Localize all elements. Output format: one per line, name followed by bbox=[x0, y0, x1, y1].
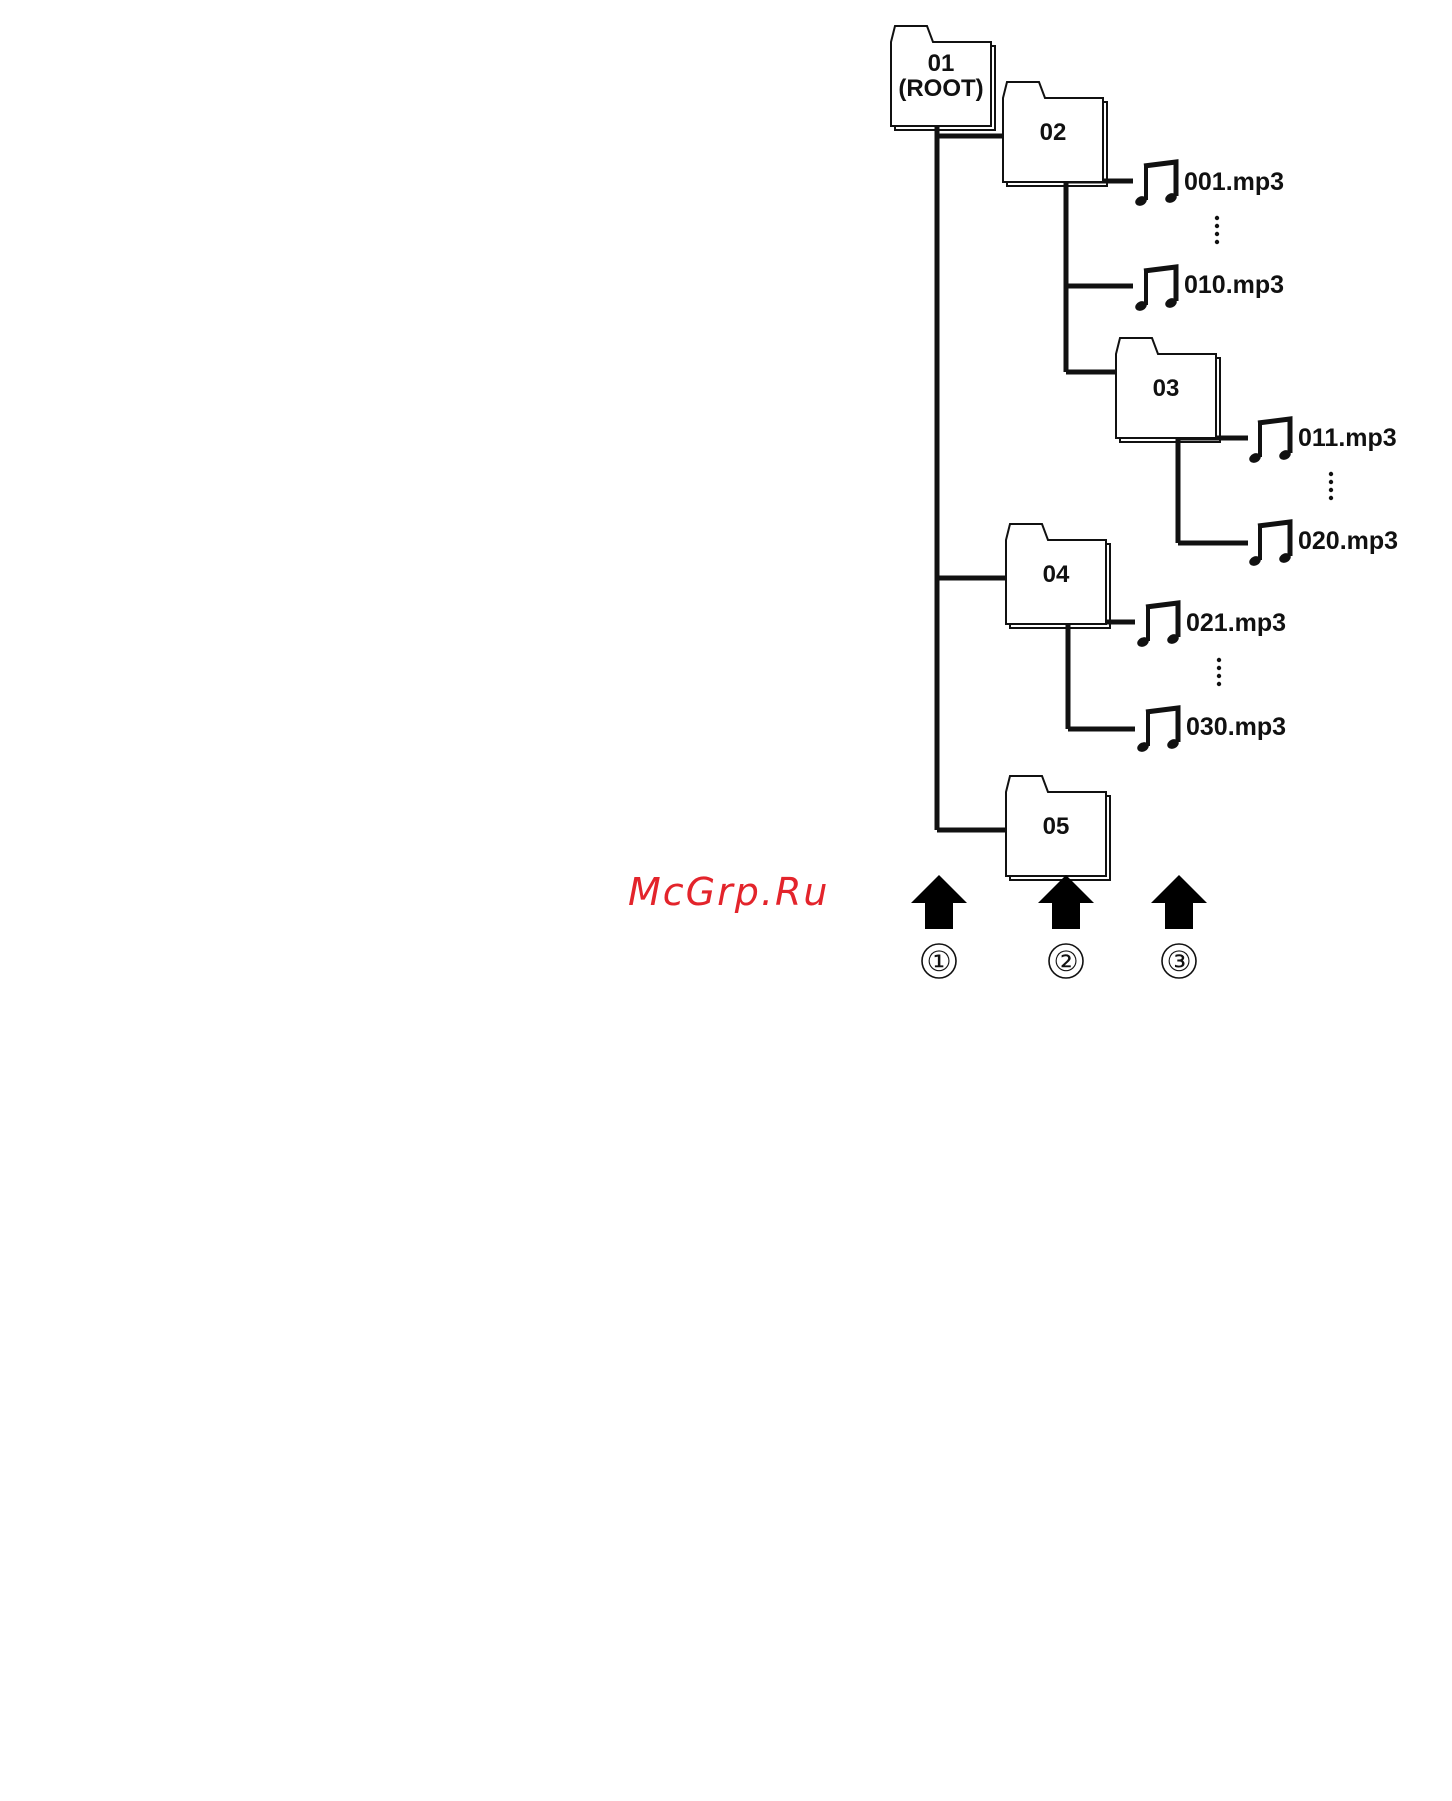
up-arrow-icon bbox=[911, 875, 967, 929]
folder-05-label: 05 bbox=[1043, 813, 1070, 840]
file-030-label: 030.mp3 bbox=[1186, 713, 1286, 741]
file-001: 001.mp3 bbox=[1134, 162, 1284, 208]
folder-02: 02 bbox=[1003, 82, 1107, 186]
file-020-label: 020.mp3 bbox=[1298, 527, 1398, 555]
watermark-text: McGrp.Ru bbox=[628, 870, 829, 914]
music-note-icon bbox=[1136, 708, 1181, 754]
level-2-label: ② bbox=[1053, 946, 1078, 977]
level-1-label: ① bbox=[926, 946, 951, 977]
file-011: 011.mp3 bbox=[1248, 419, 1397, 465]
folder-03: 03 bbox=[1116, 338, 1220, 442]
ellipsis-dots bbox=[1217, 658, 1221, 686]
music-note-icon bbox=[1134, 267, 1179, 313]
folder-01-root: 01 (ROOT) bbox=[891, 26, 995, 130]
folder-04-label: 04 bbox=[1043, 561, 1070, 588]
folder-03-label: 03 bbox=[1153, 375, 1180, 402]
level-2-marker: ② bbox=[1038, 875, 1094, 978]
up-arrow-icon bbox=[1038, 875, 1094, 929]
folder-05: 05 bbox=[1006, 776, 1110, 880]
music-note-icon bbox=[1248, 522, 1293, 568]
file-021-label: 021.mp3 bbox=[1186, 609, 1286, 637]
level-1-marker: ① bbox=[911, 875, 967, 978]
level-3-marker: ③ bbox=[1151, 875, 1207, 978]
folder-04: 04 bbox=[1006, 524, 1110, 628]
file-021: 021.mp3 bbox=[1136, 603, 1286, 649]
music-note-icon bbox=[1248, 419, 1293, 465]
level-3-label: ③ bbox=[1166, 946, 1191, 977]
folder-01-root-label: (ROOT) bbox=[898, 75, 983, 102]
ellipsis-dots bbox=[1215, 216, 1219, 244]
folder-01-label: 01 bbox=[928, 50, 955, 77]
folder-02-label: 02 bbox=[1040, 119, 1067, 146]
file-001-label: 001.mp3 bbox=[1184, 168, 1284, 196]
ellipsis-dots bbox=[1329, 472, 1333, 500]
file-010-label: 010.mp3 bbox=[1184, 271, 1284, 299]
file-030: 030.mp3 bbox=[1136, 708, 1286, 754]
file-011-label: 011.mp3 bbox=[1298, 424, 1397, 452]
music-note-icon bbox=[1136, 603, 1181, 649]
file-010: 010.mp3 bbox=[1134, 267, 1284, 313]
file-020: 020.mp3 bbox=[1248, 522, 1398, 568]
music-note-icon bbox=[1134, 162, 1179, 208]
up-arrow-icon bbox=[1151, 875, 1207, 929]
